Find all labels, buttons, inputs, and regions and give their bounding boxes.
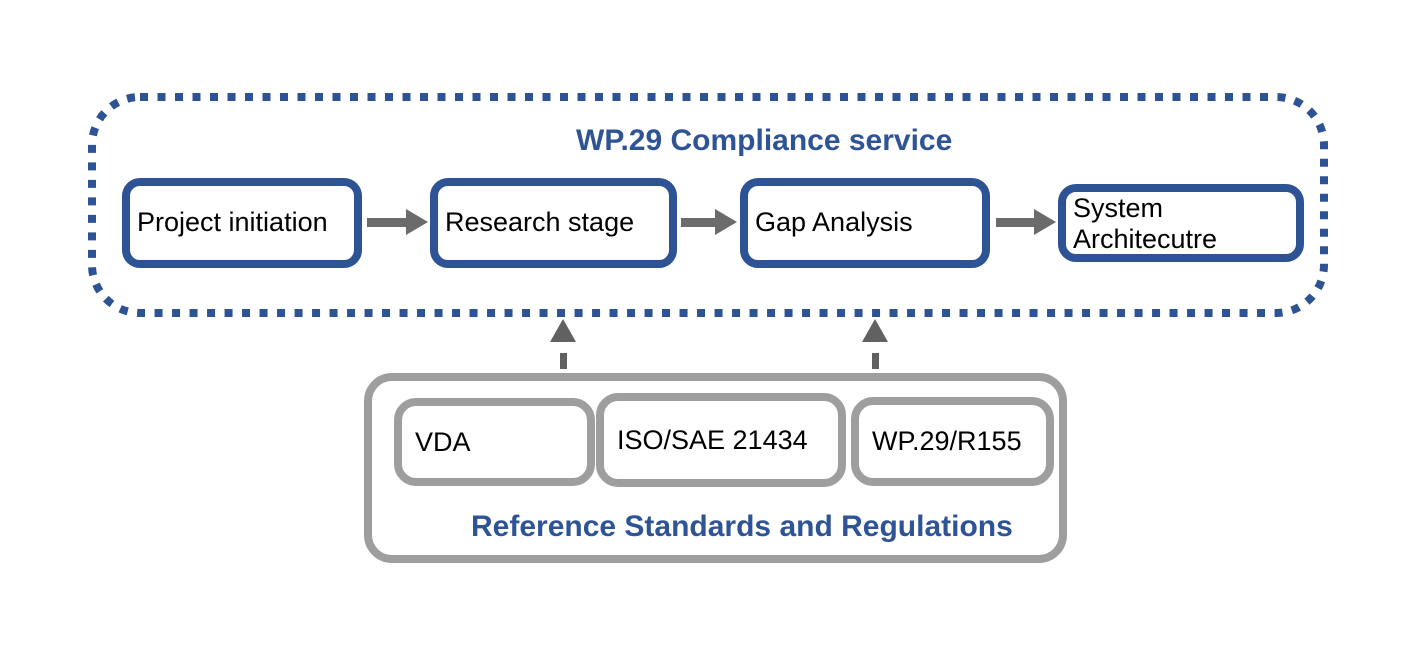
standards-group-title: Reference Standards and Regulations [471, 510, 1013, 543]
standard-label: WP.29/R155 [872, 426, 1022, 456]
up-arrow-icon [550, 319, 576, 402]
arrow-head [550, 319, 576, 342]
compliance-group-title: WP.29 Compliance service [576, 124, 953, 157]
stage-label: Gap Analysis [755, 207, 913, 238]
standard-box-wp29-r155: WP.29/R155 [851, 397, 1054, 486]
dashed-arrow-line [871, 342, 879, 402]
compliance-boundary [88, 93, 1328, 317]
flow-arrow-icon [996, 209, 1056, 235]
flow-arrow-icon [681, 209, 737, 235]
arrow-shaft [367, 217, 406, 227]
stage-label: System Architecutre [1073, 193, 1218, 255]
stage-box-research-stage: Research stage [430, 178, 677, 268]
stage-box-project-initiation: Project initiation [122, 178, 362, 268]
up-arrow-icon [862, 319, 888, 402]
stage-box-gap-analysis: Gap Analysis [740, 178, 990, 268]
stage-label: Research stage [445, 207, 635, 238]
standard-label: ISO/SAE 21434 [617, 424, 808, 455]
dotted-border [88, 93, 1328, 317]
standard-box-vda: VDA [394, 398, 595, 486]
standard-box-iso-sae-21434: ISO/SAE 21434 [596, 393, 846, 487]
arrow-shaft [996, 217, 1034, 227]
stage-box-system-architecture: System Architecutre [1058, 184, 1304, 262]
arrow-head [406, 209, 428, 235]
flow-arrow-icon [367, 209, 428, 235]
dashed-arrow-line [559, 342, 567, 402]
stage-label: Project initiation [137, 207, 328, 238]
arrow-head [715, 209, 737, 235]
standard-label: VDA [415, 426, 471, 457]
arrow-head [862, 319, 888, 342]
arrow-head [1034, 209, 1056, 235]
arrow-shaft [681, 217, 715, 227]
